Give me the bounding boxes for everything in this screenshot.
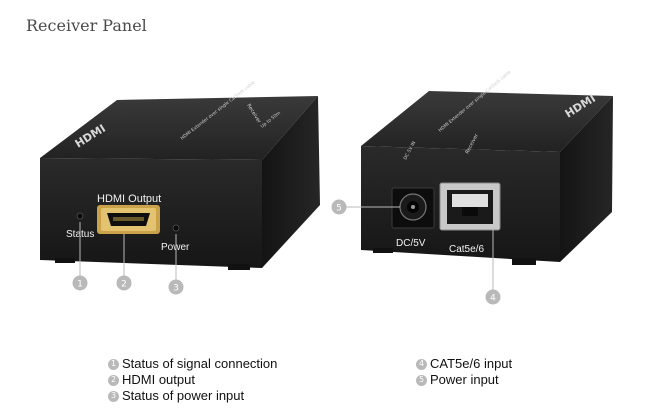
- power-led: [172, 224, 180, 232]
- rj45-port: [439, 182, 501, 231]
- dc-jack: [391, 187, 435, 229]
- legend-text: HDMI output: [122, 372, 195, 387]
- hdmi-port: [97, 205, 160, 234]
- callout-badge: 5: [416, 374, 427, 386]
- callout-lines: [79, 206, 494, 290]
- cat5e6-label: Cat5e/6: [449, 244, 484, 255]
- svg-text:5: 5: [336, 204, 342, 214]
- callout-badge: 1: [108, 358, 119, 370]
- svg-text:1: 1: [77, 280, 83, 290]
- legend-text: CAT5e/6 input: [430, 356, 513, 371]
- callout-5: 5: [331, 199, 347, 215]
- callout-3: 3: [168, 279, 184, 295]
- status-led: [76, 212, 84, 220]
- callout-badge: 2: [108, 374, 119, 386]
- left-device: HDMI Receiver HDMI Extender over single …: [40, 80, 320, 270]
- right-device-side: [560, 96, 613, 262]
- svg-text:2: 2: [121, 280, 127, 290]
- svg-text:4: 4: [490, 294, 496, 304]
- page-title: Receiver Panel: [26, 16, 147, 35]
- callout-badge: 3: [108, 390, 119, 402]
- right-device-foot: [512, 258, 536, 265]
- right-device: HDMI Receiver HDMI Extender over single …: [361, 69, 613, 265]
- callout-2: 2: [116, 275, 132, 291]
- left-device-top: [40, 96, 318, 160]
- left-device-foot: [55, 258, 75, 263]
- left-device-foot: [228, 264, 250, 270]
- right-device-top: [361, 91, 613, 152]
- left-device-side: [262, 96, 320, 268]
- callout-1: 1: [72, 275, 88, 291]
- callout-4: 4: [485, 289, 501, 305]
- dc-5v-label: DC/5V: [396, 238, 426, 249]
- callout-badge: 4: [416, 358, 427, 370]
- legend-text: Status of signal connection: [122, 356, 278, 371]
- hdmi-output-label: HDMI Output: [97, 193, 161, 205]
- legend-text: Power input: [430, 372, 499, 387]
- svg-text:3: 3: [173, 284, 179, 294]
- right-device-foot: [373, 248, 393, 253]
- legend-text: Status of power input: [122, 388, 245, 403]
